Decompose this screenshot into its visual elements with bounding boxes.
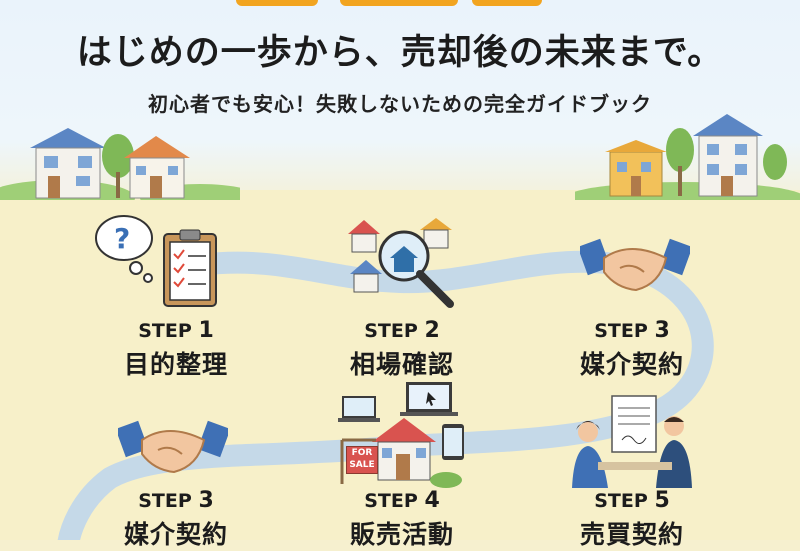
step-number: 1 — [198, 318, 214, 343]
step-label: STEP — [138, 320, 192, 342]
step-title: 売買契約 — [579, 520, 684, 549]
step-label: STEP — [594, 490, 648, 512]
step-1: STEP 1 目的整理 — [86, 318, 266, 381]
step-title: 目的整理 — [123, 350, 228, 379]
sign-line-2: SALE — [349, 460, 375, 470]
houses-right-icon — [575, 114, 800, 200]
step-5: STEP 5 売買契約 — [542, 488, 722, 551]
step-number: 2 — [424, 318, 440, 343]
step-number: 5 — [654, 488, 670, 513]
sign-line-1: FOR — [351, 448, 373, 458]
step-3: STEP 3 媒介契約 — [542, 318, 722, 381]
top-banner-fragment — [340, 0, 458, 6]
houses-left-icon — [0, 128, 240, 200]
headline: はじめの一歩から、売却後の未来まで。 — [76, 33, 724, 73]
for-sale-house-icon — [338, 382, 464, 488]
step-label: STEP — [364, 320, 418, 342]
svg-text:?: ? — [114, 222, 130, 255]
step-title: 媒介契約 — [579, 350, 684, 379]
step-number: 3 — [654, 318, 670, 343]
step-2: STEP 2 相場確認 — [312, 318, 492, 381]
step-label: STEP — [138, 490, 192, 512]
step-4: STEP 4 販売活動 — [312, 488, 492, 551]
step-number: 3 — [198, 488, 214, 513]
clipboard-question-icon: ? — [95, 215, 217, 307]
house-search-icon — [348, 218, 454, 308]
contract-signing-icon — [572, 395, 692, 488]
step-3-repeat: STEP 3 媒介契約 — [86, 488, 266, 551]
handshake-icon — [580, 238, 690, 292]
step-label: STEP — [364, 490, 418, 512]
step-title: 相場確認 — [349, 350, 454, 379]
for-sale-sign: FOR SALE — [346, 446, 378, 474]
handshake-icon — [118, 420, 228, 474]
top-banner-fragment — [236, 0, 318, 6]
step-title: 媒介契約 — [123, 520, 228, 549]
subline: 初心者でも安心！失敗しないための完全ガイドブック — [148, 92, 652, 116]
top-banner-fragment — [472, 0, 542, 6]
step-label: STEP — [594, 320, 648, 342]
step-title: 販売活動 — [349, 520, 454, 549]
step-number: 4 — [424, 488, 440, 513]
